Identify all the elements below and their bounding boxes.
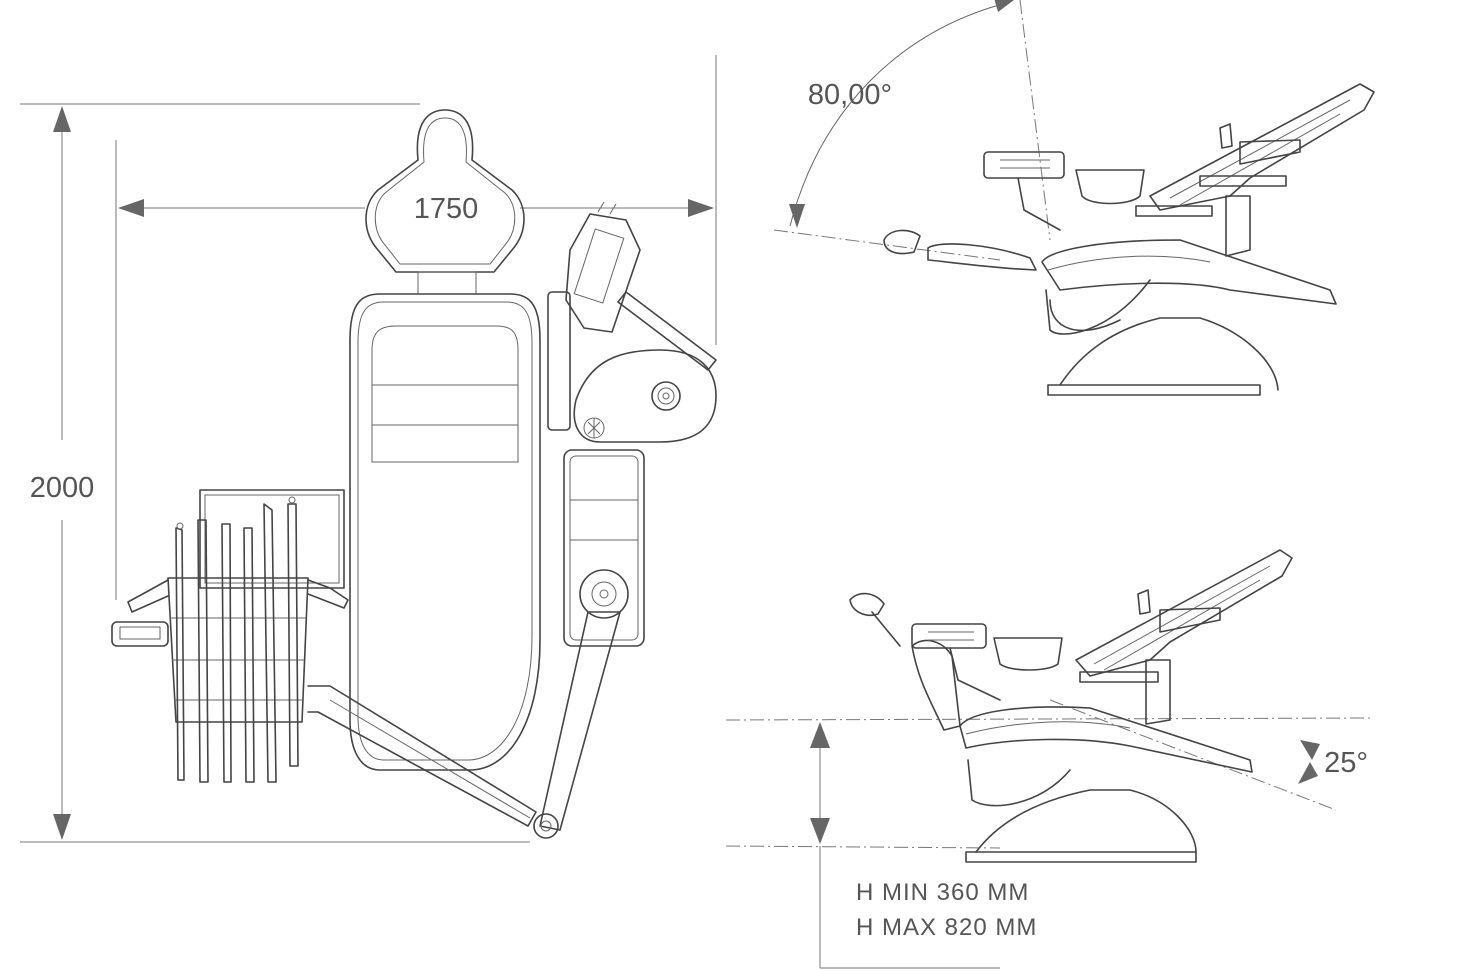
height-dimension-label: 2000	[30, 472, 95, 504]
side-view-reclined: 80,00°	[773, 0, 1375, 396]
side-view-upright: 25° H MIN 360 MM H MAX 820 MM	[725, 549, 1371, 969]
width-dimension-label: 1750	[414, 193, 479, 225]
light-arm	[547, 201, 717, 443]
h-min-label: H MIN 360 MM	[856, 879, 1029, 906]
tilt-angle-arrows	[1298, 740, 1320, 784]
width-dimension-arrow	[118, 199, 714, 217]
height-dimension-arrow	[53, 106, 71, 840]
top-view: 2000 1750	[20, 55, 717, 843]
height-range-arrow	[810, 722, 830, 844]
h-max-label: H MAX 820 MM	[856, 914, 1037, 941]
chair-body	[349, 293, 541, 771]
instrument-tray	[111, 489, 537, 827]
tilt-angle-label: 25°	[1324, 747, 1368, 779]
spittoon-column	[533, 449, 645, 839]
recline-angle-label: 80,00°	[808, 79, 892, 111]
handpieces	[175, 496, 299, 783]
